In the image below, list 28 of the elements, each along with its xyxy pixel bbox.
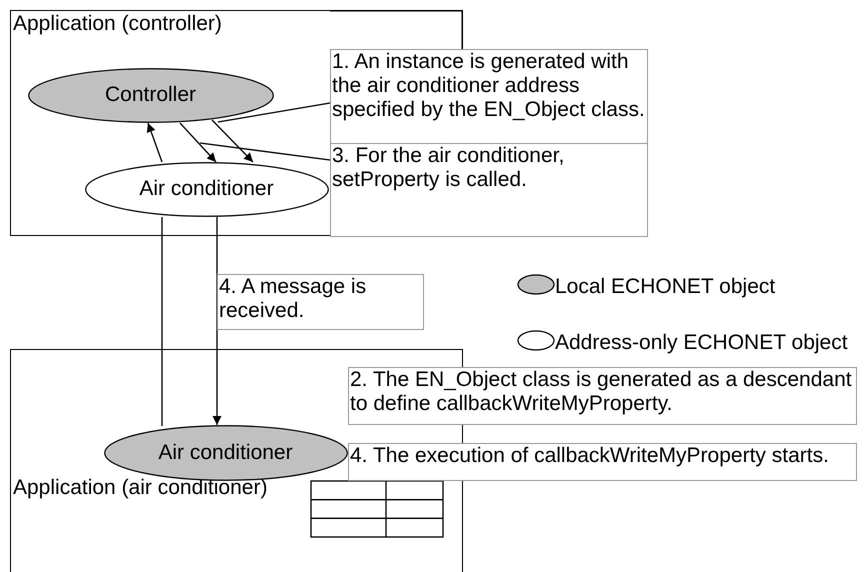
object-ellipse: [28, 68, 274, 122]
connector-line: [161, 217, 163, 426]
callout-box: [330, 143, 648, 237]
frame-title: Application (controller): [13, 12, 222, 36]
callout-box: [217, 274, 424, 330]
arrow: [212, 217, 222, 425]
frame-title: Application (air conditioner): [13, 476, 268, 500]
object-ellipse: [104, 424, 348, 480]
application-frame: [10, 10, 330, 236]
callout-box: [348, 367, 857, 425]
callout-box: [348, 443, 857, 481]
arrow: [212, 120, 254, 162]
callout-box: [330, 49, 648, 144]
callout-text: 2. The EN_Object class is generated as a descendant to define callbackWriteMyProperty.: [350, 368, 852, 415]
object-ellipse: [84, 162, 328, 216]
object-name: Air conditioner: [138, 179, 275, 199]
leader-line: [218, 102, 330, 123]
legend-label: Address-only ECHONET object: [555, 331, 848, 355]
arrow: [146, 122, 163, 162]
callout-text: 1. An instance is generated with the air conditioner address specified by the EN_Object class.: [332, 50, 645, 121]
callout-text: 4. A message is received.: [219, 275, 366, 322]
arrow: [180, 122, 216, 162]
callout-text: 3. For the air conditioner, setProperty is called.: [332, 144, 564, 191]
leader-line: [200, 142, 330, 161]
object-name: Air conditioner: [157, 442, 294, 462]
object-name: Controller: [104, 85, 198, 105]
callout-text: 4. The execution of callbackWriteMyProperty starts.: [350, 444, 829, 467]
legend-label: Local ECHONET object: [555, 275, 776, 299]
